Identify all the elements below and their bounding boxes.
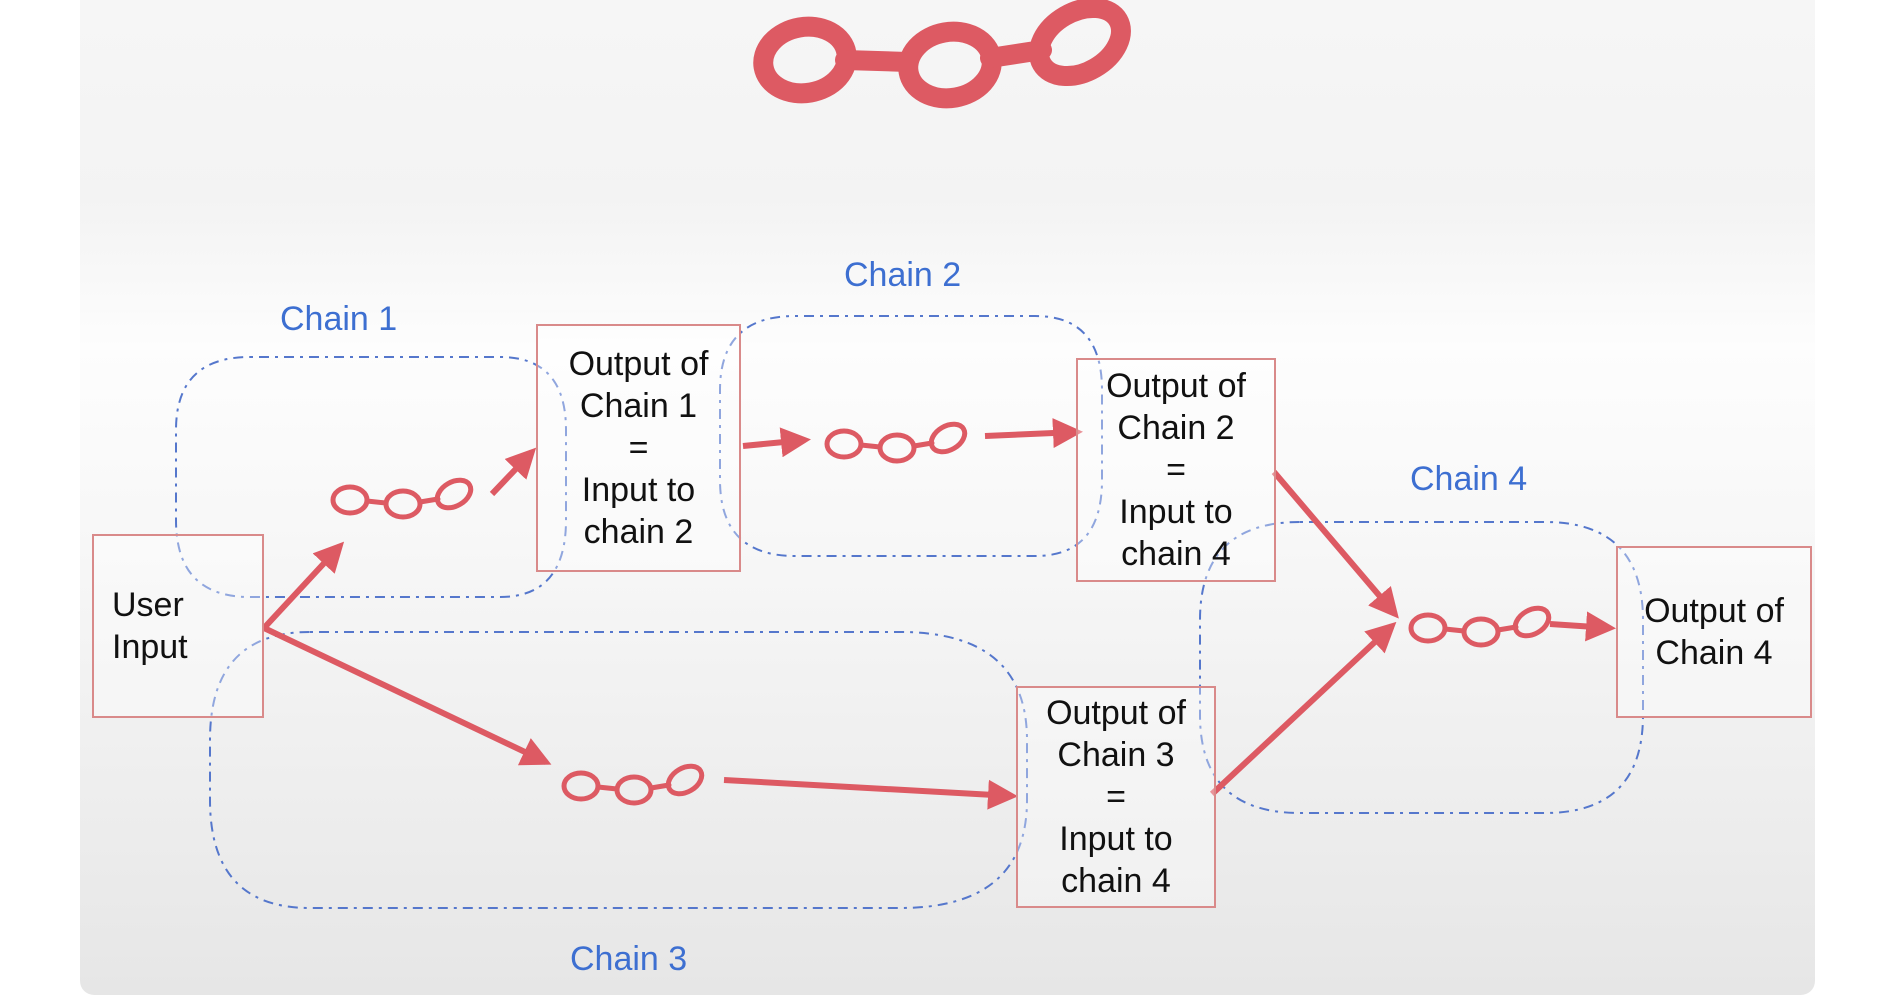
node-line: Output of xyxy=(1046,694,1186,732)
node-line: = xyxy=(1106,778,1126,816)
arrow-chain2-to-out2 xyxy=(984,418,1083,449)
node-line: Input xyxy=(112,628,188,666)
arrow-out2-to-chain4 xyxy=(1271,470,1399,619)
arrow-chain1-to-out1 xyxy=(489,447,537,497)
node-line: Chain 4 xyxy=(1655,634,1773,672)
output-chain2-box: Output of Chain 2 = Input to chain 4 xyxy=(1076,358,1276,582)
node-line: chain 2 xyxy=(583,513,694,551)
output-chain3-box: Output of Chain 3 = Input to chain 4 xyxy=(1016,686,1216,908)
output-chain4-box: Output of Chain 4 xyxy=(1616,546,1812,718)
node-line: Output of xyxy=(1106,367,1246,405)
node-line: Input to xyxy=(1059,820,1173,858)
node-line: Input to xyxy=(1119,493,1233,531)
arrow-out1-to-chain2 xyxy=(742,427,811,458)
chain-link-icon xyxy=(824,421,968,464)
chain2-region xyxy=(719,315,1103,557)
node-line: Chain 1 xyxy=(579,387,698,425)
node-line: Output of xyxy=(568,345,709,383)
node-line: User xyxy=(112,586,184,624)
chain-link-icon xyxy=(753,0,1131,109)
node-line: = xyxy=(1166,451,1186,489)
chain3-label: Chain 3 xyxy=(570,940,688,978)
node-line: Chain 2 xyxy=(1117,409,1235,447)
chain1-label: Chain 1 xyxy=(280,300,398,338)
arrow-input-to-chain3 xyxy=(262,625,552,766)
node-line: = xyxy=(628,429,649,467)
output-chain1-box: Output of Chain 1 = Input to chain 2 xyxy=(536,324,741,572)
node-line: chain 4 xyxy=(1121,535,1231,573)
node-line: Output of xyxy=(1644,592,1784,630)
chain4-label: Chain 4 xyxy=(1410,460,1528,498)
arrow-chain4-to-out4 xyxy=(1549,611,1616,642)
node-line: Chain 3 xyxy=(1057,736,1175,774)
chain-link-icon xyxy=(330,477,474,520)
chain2-label: Chain 2 xyxy=(844,256,962,294)
node-line: Input to xyxy=(581,471,696,509)
arrow-out3-to-chain4 xyxy=(1209,621,1397,797)
chain-link-icon xyxy=(1408,605,1552,648)
chain1-region xyxy=(175,356,567,598)
chain3-region xyxy=(209,631,1028,909)
arrow-chain3-to-out3 xyxy=(723,777,1018,810)
node-line: chain 4 xyxy=(1061,862,1171,900)
user-input-box: User Input xyxy=(92,534,264,718)
chain-link-icon xyxy=(561,763,705,806)
arrow-input-to-chain1 xyxy=(261,541,345,631)
